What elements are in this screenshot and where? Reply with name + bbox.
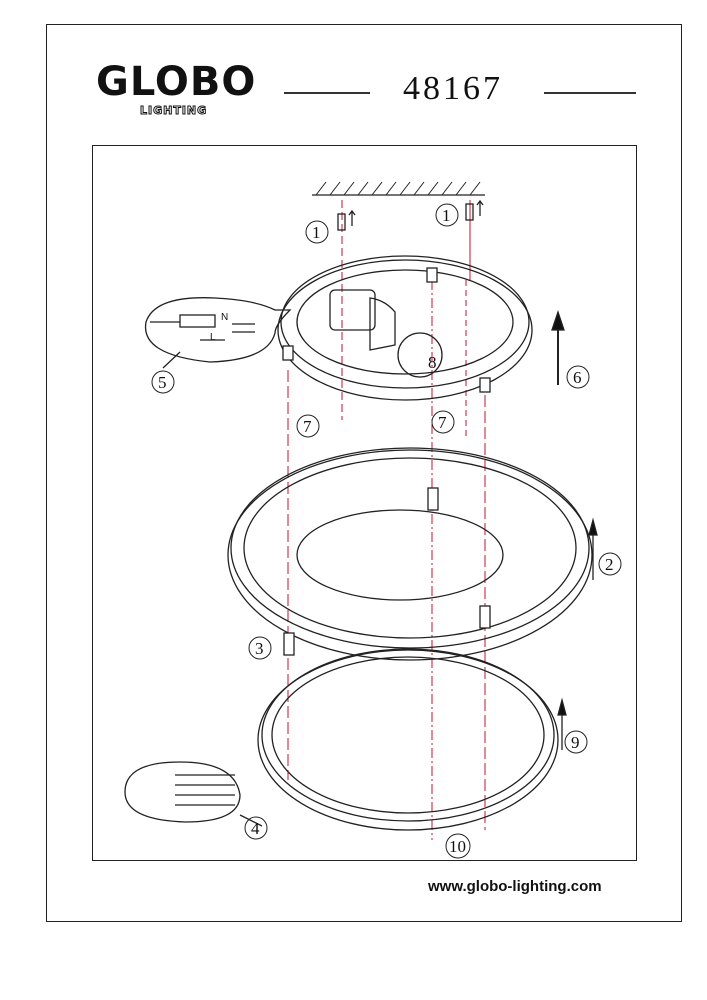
guide-lines: [287, 200, 486, 840]
step-label-4: 4: [251, 819, 260, 838]
ceiling: [312, 181, 485, 196]
step-label-6: 6: [573, 368, 582, 387]
header-rule-right: [544, 92, 636, 94]
diagram-frame: [92, 145, 637, 861]
step-label-9: 9: [571, 733, 580, 752]
step-label-1: 1: [312, 223, 321, 242]
bottom-ring: [257, 648, 559, 831]
page-border: [46, 24, 682, 922]
diffuser-ring: [227, 447, 593, 661]
step-label-3: 3: [255, 639, 264, 658]
brand-logo-sub: LIGHTING: [139, 104, 208, 117]
header-rule-left: [284, 92, 370, 94]
step-label-7: 7: [438, 413, 447, 432]
wire-n-label: N: [221, 312, 228, 323]
wiring-callout-bottom: [124, 761, 263, 827]
wiring-callout-top: [144, 297, 292, 369]
lamp-socket: [329, 289, 443, 378]
wall-plug-icon: [337, 199, 484, 231]
step-circles: [151, 203, 622, 859]
website-url: www.globo-lighting.com: [428, 878, 602, 895]
wire-l-label: L: [210, 332, 216, 343]
brand-logo: GLOBO: [96, 59, 257, 105]
step-label-7: 7: [303, 417, 312, 436]
step-label-8: 8: [428, 353, 437, 372]
step-label-1: 1: [442, 206, 451, 225]
step-label-10: 10: [449, 837, 466, 856]
base-plate: [277, 255, 533, 401]
up-arrow-icon: [551, 309, 598, 750]
step-label-2: 2: [605, 555, 614, 574]
step-label-5: 5: [158, 373, 167, 392]
model-number: 48167: [403, 70, 503, 107]
